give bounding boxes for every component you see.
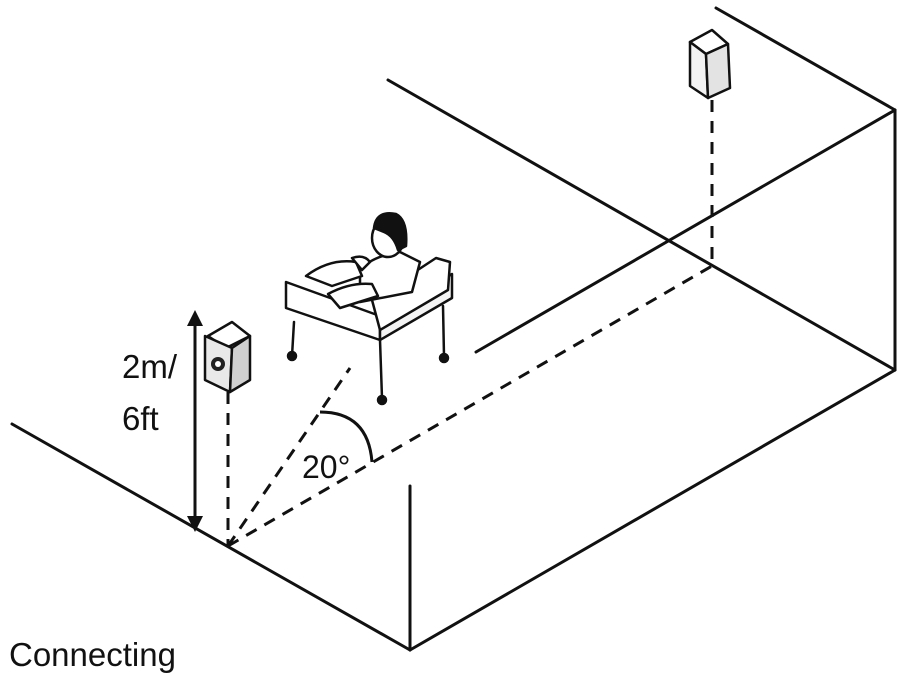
speaker-to-listener-line <box>226 367 352 547</box>
caption-heading: Connecting <box>9 636 176 673</box>
rear-wall-floor-edge <box>386 78 897 372</box>
right-wall-top-edge <box>714 6 897 112</box>
room-outline <box>10 6 897 652</box>
front-wall-floor-edge <box>408 368 897 652</box>
height-dimension-arrow <box>187 310 203 532</box>
height-label: 2m/ <box>122 348 178 385</box>
height-label-imperial: 6ft <box>122 400 159 437</box>
person-in-armchair-icon <box>284 212 454 406</box>
angle-label: 20° <box>302 449 350 485</box>
front-speaker-icon <box>203 320 252 394</box>
right-wall-floor-edge <box>474 108 897 354</box>
sight-lines <box>226 100 714 548</box>
left-wall-floor-edge <box>10 422 412 652</box>
angle-arc <box>319 410 374 463</box>
rear-speaker-icon <box>688 28 732 100</box>
speaker-to-rear-line <box>227 264 713 548</box>
